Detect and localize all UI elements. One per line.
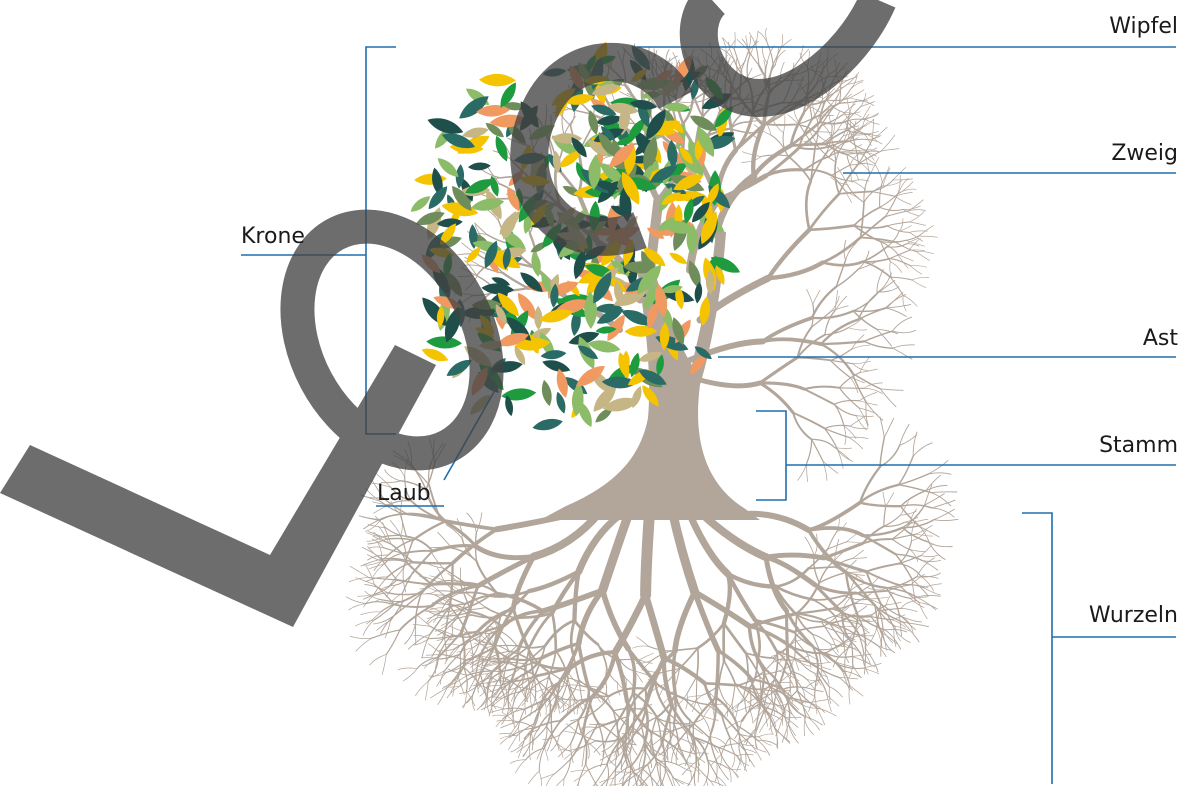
label-wurzeln: Wurzeln (1089, 605, 1178, 627)
label-laub: Laub (377, 483, 431, 505)
label-wipfel: Wipfel (1109, 16, 1178, 38)
label-zweig: Zweig (1111, 143, 1178, 165)
label-ast: Ast (1143, 328, 1178, 350)
wurzeln-bracket (1022, 513, 1176, 784)
label-stamm: Stamm (1099, 435, 1178, 457)
label-krone: Krone (241, 226, 305, 248)
